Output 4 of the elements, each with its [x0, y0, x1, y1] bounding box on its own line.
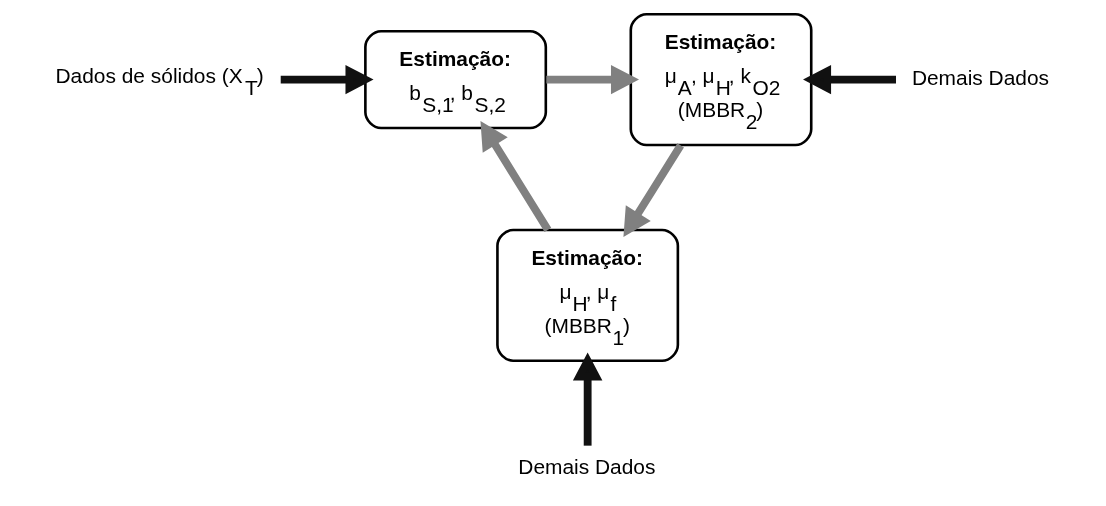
node-text: Demais Dados — [911, 65, 1050, 89]
node-text: Demais Dados — [518, 454, 656, 478]
arrow — [480, 120, 552, 232]
arrow — [623, 142, 684, 237]
